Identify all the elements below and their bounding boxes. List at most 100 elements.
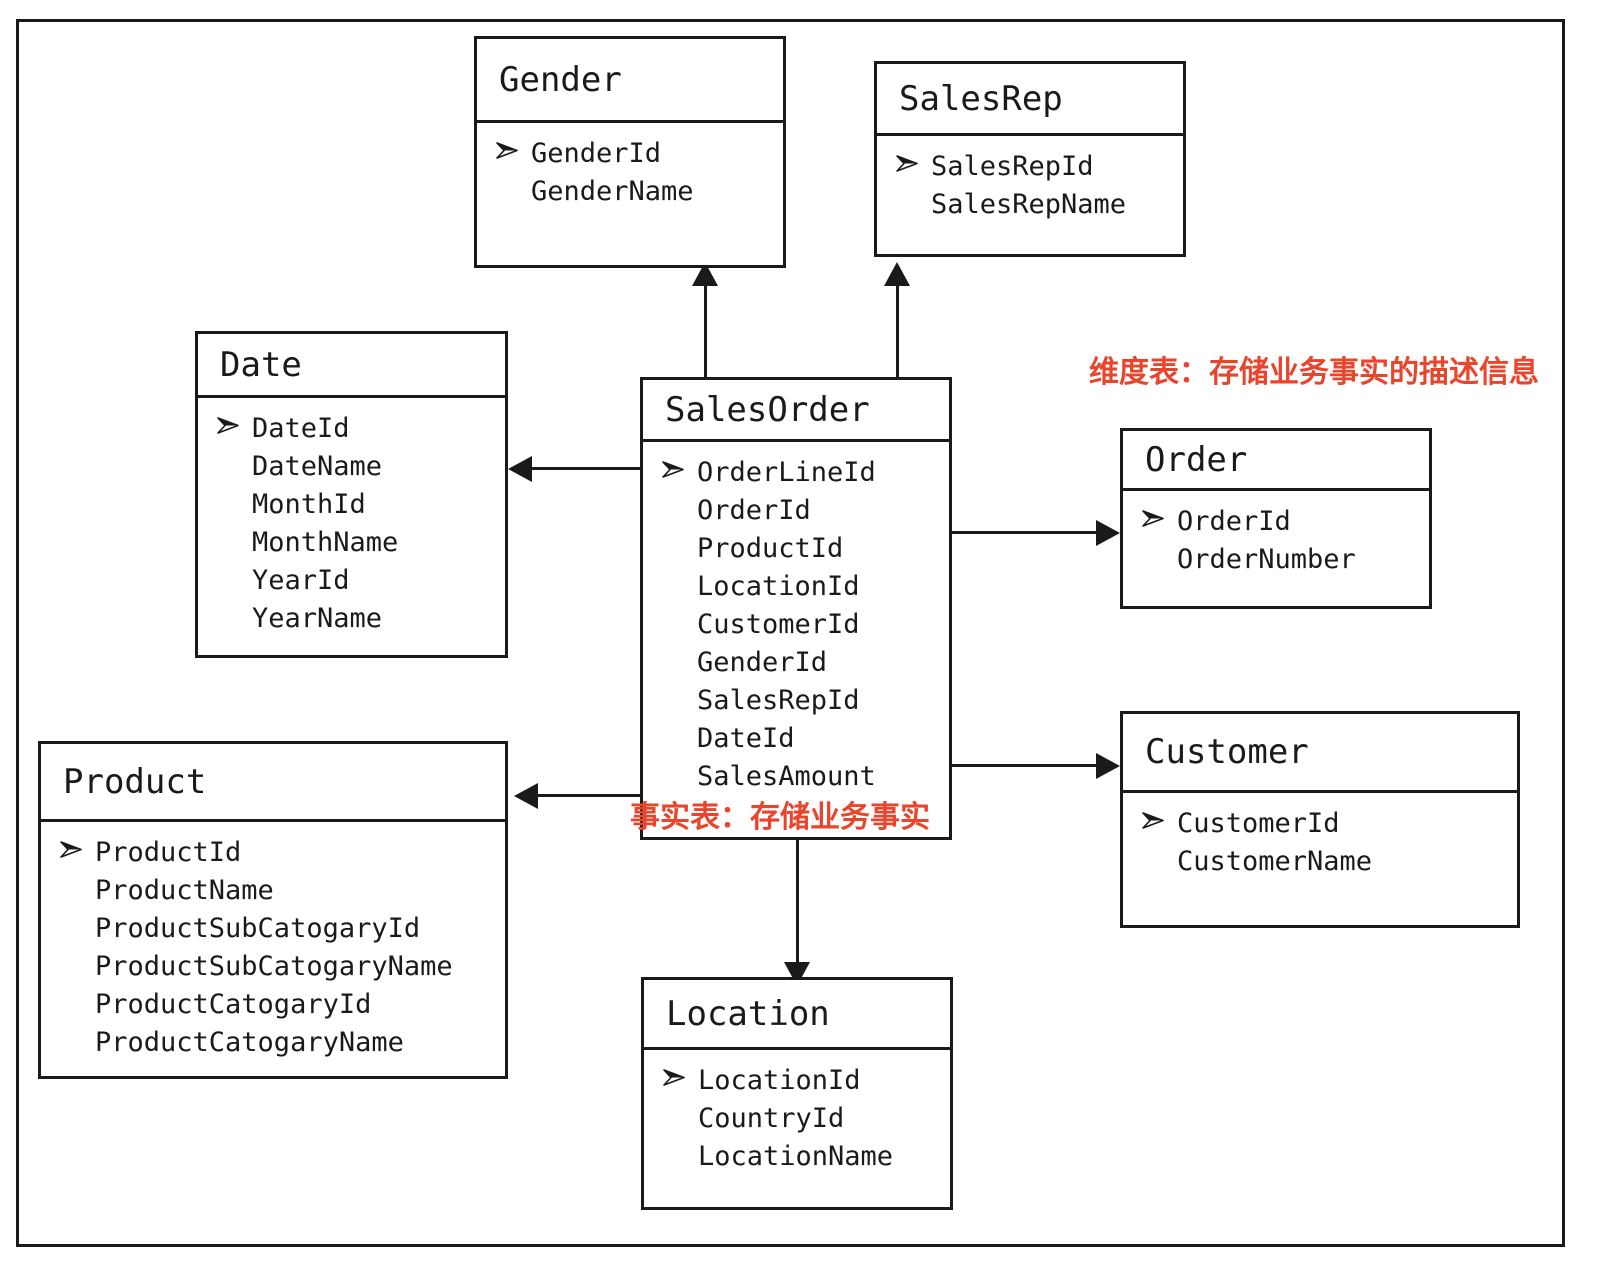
connector-line <box>538 794 642 797</box>
field-row: OrderLineId <box>643 454 949 492</box>
field-name: YearName <box>252 603 383 634</box>
field-name: CustomerName <box>1177 846 1373 877</box>
field-name: DateId <box>697 723 795 754</box>
entity-title: Location <box>666 993 830 1034</box>
field-row: ProductSubCatogaryName <box>41 948 505 986</box>
field-row: LocationId <box>644 1062 950 1100</box>
field-name: SalesRepId <box>697 685 860 716</box>
field-row: CountryId <box>644 1100 950 1138</box>
field-name: CountryId <box>698 1103 845 1134</box>
primary-key-arrow-icon <box>1141 810 1177 832</box>
entity-header-customer: Customer <box>1123 714 1517 793</box>
field-name: CustomerId <box>1177 808 1340 839</box>
entity-title: Gender <box>499 59 622 100</box>
arrowhead-left-icon <box>508 456 532 482</box>
field-name: LocationId <box>698 1065 861 1096</box>
field-name: SalesAmount <box>697 761 876 792</box>
entity-header-product: Product <box>41 744 505 822</box>
entity-title: SalesOrder <box>665 389 870 430</box>
field-name: LocationName <box>698 1141 894 1172</box>
entity-table-salesrep[interactable]: SalesRep SalesRepId SalesRepName <box>874 61 1186 257</box>
field-name: CustomerId <box>697 609 860 640</box>
field-row: MonthName <box>198 524 505 562</box>
field-row: CustomerName <box>1123 843 1517 881</box>
field-row: LocationId <box>643 568 949 606</box>
field-name: MonthId <box>252 489 366 520</box>
entity-header-order: Order <box>1123 431 1429 491</box>
field-row: DateName <box>198 448 505 486</box>
entity-table-order[interactable]: Order OrderId OrderNumber <box>1120 428 1432 609</box>
primary-key-arrow-icon <box>661 459 697 481</box>
annotation-fact-table: 事实表：存储业务事实 <box>630 800 930 835</box>
field-name: DateName <box>252 451 383 482</box>
entity-table-date[interactable]: Date DateId DateName MonthId <box>195 331 508 658</box>
field-row: CustomerId <box>1123 805 1517 843</box>
field-row: MonthId <box>198 486 505 524</box>
primary-key-arrow-icon <box>1141 508 1177 530</box>
primary-key-arrow-icon <box>895 153 931 175</box>
field-name: OrderNumber <box>1177 544 1356 575</box>
field-name: ProductId <box>697 533 844 564</box>
field-name: GenderId <box>531 138 662 169</box>
entity-title: Product <box>63 761 207 802</box>
field-name: SalesRepName <box>931 189 1127 220</box>
field-name: OrderId <box>697 495 811 526</box>
field-name: OrderLineId <box>697 457 876 488</box>
connector-line <box>796 840 799 970</box>
entity-header-salesrep: SalesRep <box>877 64 1183 136</box>
entity-table-gender[interactable]: Gender GenderId GenderName <box>474 36 786 268</box>
connector-line <box>950 764 1098 767</box>
entity-title: Order <box>1145 439 1248 480</box>
field-name: ProductName <box>95 875 274 906</box>
entity-fields-gender: GenderId GenderName <box>477 123 783 265</box>
entity-title: SalesRep <box>899 78 1063 119</box>
arrowhead-right-icon <box>1096 520 1120 546</box>
field-name: DateId <box>252 413 350 444</box>
field-name: MonthName <box>252 527 399 558</box>
connector-line <box>950 531 1098 534</box>
primary-key-arrow-icon <box>662 1067 698 1089</box>
primary-key-arrow-icon <box>216 415 252 437</box>
field-row: OrderId <box>643 492 949 530</box>
field-row: ProductSubCatogaryId <box>41 910 505 948</box>
entity-table-salesorder[interactable]: SalesOrder OrderLineId OrderId ProductId <box>640 377 952 840</box>
field-row: ProductCatogaryName <box>41 1024 505 1062</box>
field-row: YearName <box>198 600 505 638</box>
entity-header-gender: Gender <box>477 39 783 123</box>
connector-line <box>896 272 899 377</box>
entity-table-product[interactable]: Product ProductId ProductName ProductSub… <box>38 741 508 1079</box>
arrowhead-left-icon <box>514 783 538 809</box>
entity-title: Customer <box>1145 732 1309 772</box>
field-name: GenderId <box>697 647 828 678</box>
field-row: ProductName <box>41 872 505 910</box>
connector-line <box>530 467 640 470</box>
field-row: GenderName <box>477 173 783 211</box>
field-row: ProductId <box>41 834 505 872</box>
entity-fields-salesrep: SalesRepId SalesRepName <box>877 136 1183 254</box>
field-name: LocationId <box>697 571 860 602</box>
entity-header-date: Date <box>198 334 505 398</box>
primary-key-arrow-icon <box>59 839 95 861</box>
entity-header-salesorder: SalesOrder <box>643 380 949 442</box>
field-name: ProductSubCatogaryName <box>95 951 453 982</box>
field-row: GenderId <box>643 644 949 682</box>
field-name: ProductId <box>95 837 242 868</box>
field-name: SalesRepId <box>931 151 1094 182</box>
entity-fields-order: OrderId OrderNumber <box>1123 491 1429 606</box>
field-name: OrderId <box>1177 506 1291 537</box>
entity-fields-customer: CustomerId CustomerName <box>1123 793 1517 925</box>
field-row: ProductCatogaryId <box>41 986 505 1024</box>
field-row: SalesRepId <box>643 682 949 720</box>
entity-table-location[interactable]: Location LocationId CountryId LocationNa… <box>641 977 953 1210</box>
field-row: GenderId <box>477 135 783 173</box>
entity-fields-product: ProductId ProductName ProductSubCatogary… <box>41 822 505 1076</box>
primary-key-arrow-icon <box>495 140 531 162</box>
field-row: YearId <box>198 562 505 600</box>
connector-line <box>704 272 707 377</box>
entity-fields-location: LocationId CountryId LocationName <box>644 1050 950 1207</box>
field-row: DateId <box>643 720 949 758</box>
entity-table-customer[interactable]: Customer CustomerId CustomerName <box>1120 711 1520 928</box>
annotation-dimension-table: 维度表：存储业务事实的描述信息 <box>1089 355 1539 390</box>
entity-fields-date: DateId DateName MonthId MonthName YearId… <box>198 398 505 655</box>
